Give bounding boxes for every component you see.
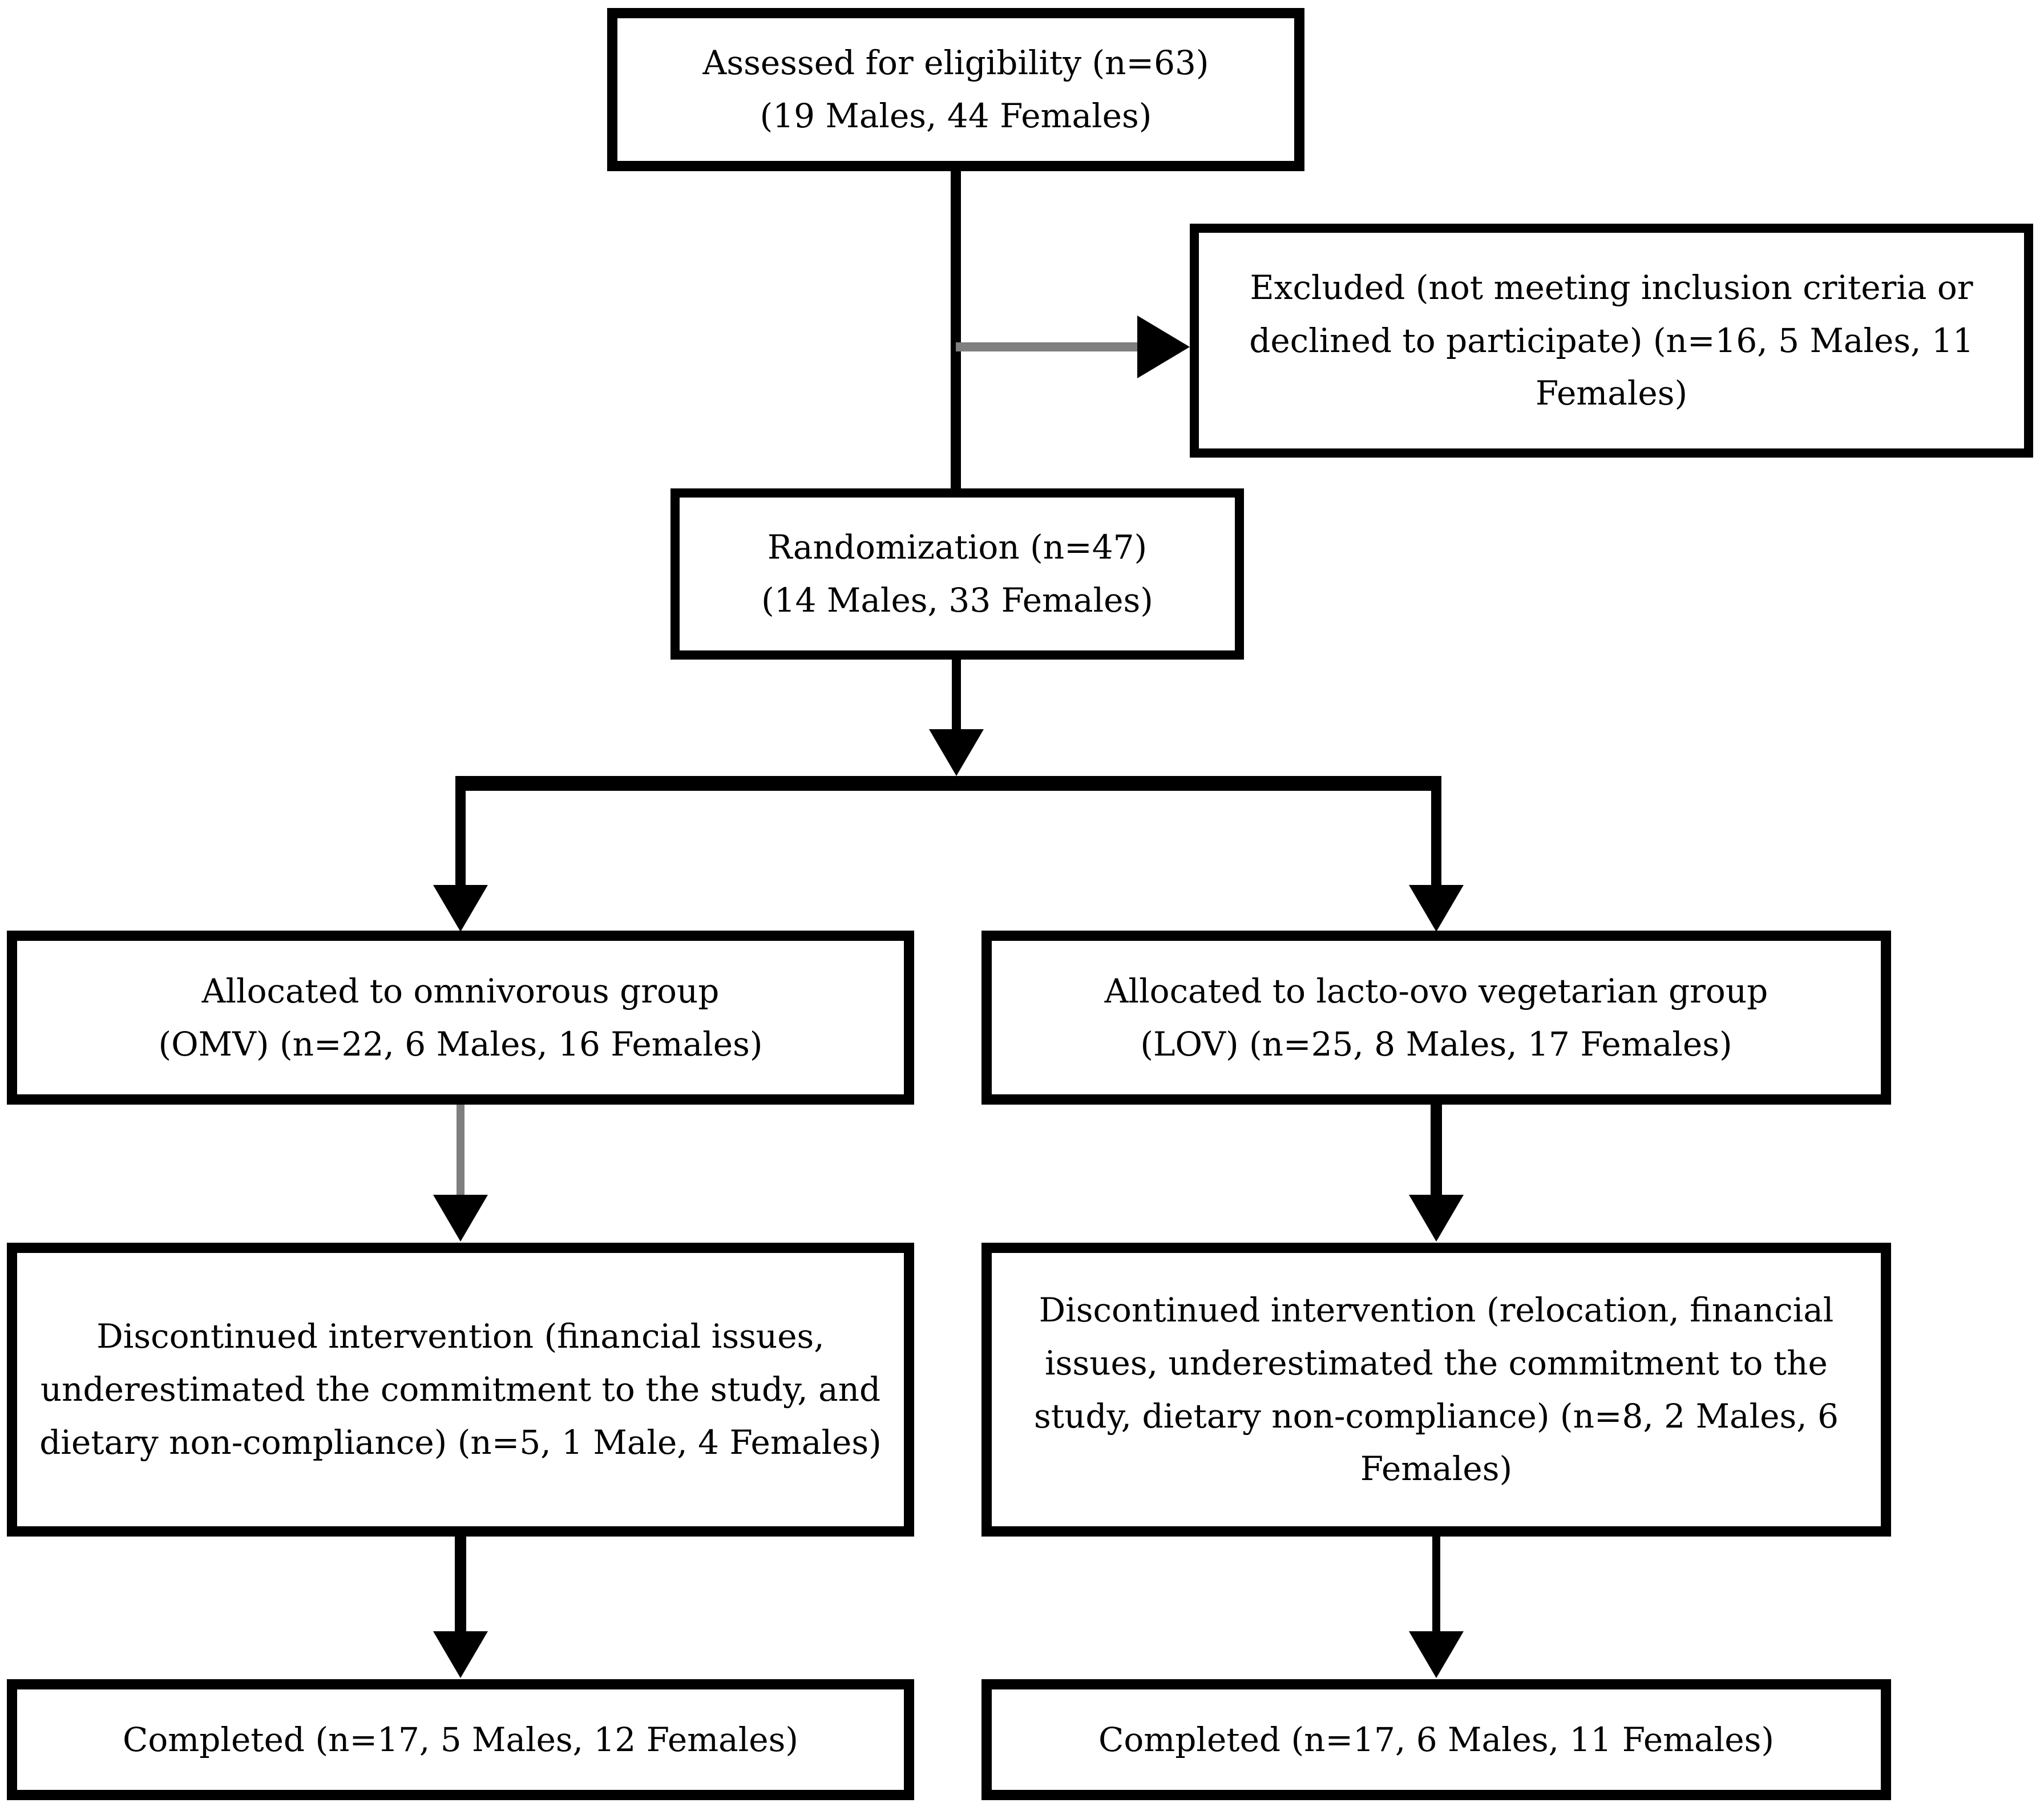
edge-discontinued-lov-to-completed-lov-stem xyxy=(1432,1535,1440,1634)
edge-split-to-allocated-omv-arrowhead-icon xyxy=(433,885,488,932)
edge-allocated-lov-to-discontinued-lov-stem xyxy=(1431,1103,1442,1197)
edge-split-to-allocated-omv-stem xyxy=(455,790,466,888)
edge-allocated-lov-to-discontinued-lov-arrowhead-icon xyxy=(1409,1195,1464,1242)
split-bar xyxy=(455,776,1441,791)
edge-randomization-to-split-stem xyxy=(952,658,961,731)
node-allocated-lov-label: Allocated to lacto-ovo vegetarian group … xyxy=(1104,971,1768,1064)
node-completed-lov-box: Completed (n=17, 6 Males, 11 Females) xyxy=(981,1679,1891,1800)
edge-split-to-allocated-lov-arrowhead-icon xyxy=(1409,885,1464,932)
node-randomization-label: Randomization (n=47) (14 Males, 33 Femal… xyxy=(761,528,1153,620)
edge-allocated-omv-to-discontinued-omv-stem xyxy=(457,1103,464,1197)
node-allocated-omv-box: Allocated to omnivorous group (OMV) (n=2… xyxy=(7,931,914,1105)
node-assessed-box: Assessed for eligibility (n=63) (19 Male… xyxy=(607,8,1304,171)
node-allocated-omv-label: Allocated to omnivorous group (OMV) (n=2… xyxy=(158,971,763,1064)
node-discontinued-lov-box: Discontinued intervention (relocation, f… xyxy=(981,1243,1891,1537)
edge-split-to-allocated-lov-stem xyxy=(1431,790,1441,888)
node-completed-omv-box: Completed (n=17, 5 Males, 12 Females) xyxy=(7,1679,914,1800)
edge-allocated-omv-to-discontinued-omv-arrowhead-icon xyxy=(433,1195,488,1242)
edge-discontinued-omv-to-completed-omv-arrowhead-icon xyxy=(433,1631,488,1678)
edge-discontinued-lov-to-completed-lov-arrowhead-icon xyxy=(1409,1631,1464,1678)
node-excluded-box: Excluded (not meeting inclusion criteria… xyxy=(1190,224,2033,458)
node-excluded-label: Excluded (not meeting inclusion criteria… xyxy=(1249,268,1974,413)
edge-randomization-to-split-arrowhead-icon xyxy=(929,729,984,776)
node-completed-omv-label: Completed (n=17, 5 Males, 12 Females) xyxy=(122,1720,799,1759)
node-discontinued-lov-label: Discontinued intervention (relocation, f… xyxy=(1033,1290,1839,1489)
node-discontinued-omv-label: Discontinued intervention (financial iss… xyxy=(39,1317,882,1462)
node-randomization-box: Randomization (n=47) (14 Males, 33 Femal… xyxy=(670,488,1244,660)
node-assessed-label: Assessed for eligibility (n=63) (19 Male… xyxy=(702,43,1209,135)
node-allocated-lov-box: Allocated to lacto-ovo vegetarian group … xyxy=(981,931,1891,1105)
node-completed-lov-label: Completed (n=17, 6 Males, 11 Females) xyxy=(1098,1720,1775,1759)
edge-assessed-to-excluded-arrowhead-icon xyxy=(1137,316,1190,378)
edge-discontinued-omv-to-completed-omv-stem xyxy=(455,1535,466,1634)
edge-assessed-to-excluded-stem xyxy=(956,342,1140,351)
node-discontinued-omv-box: Discontinued intervention (financial iss… xyxy=(7,1243,914,1537)
edge-assessed-to-randomization-line xyxy=(951,169,961,490)
